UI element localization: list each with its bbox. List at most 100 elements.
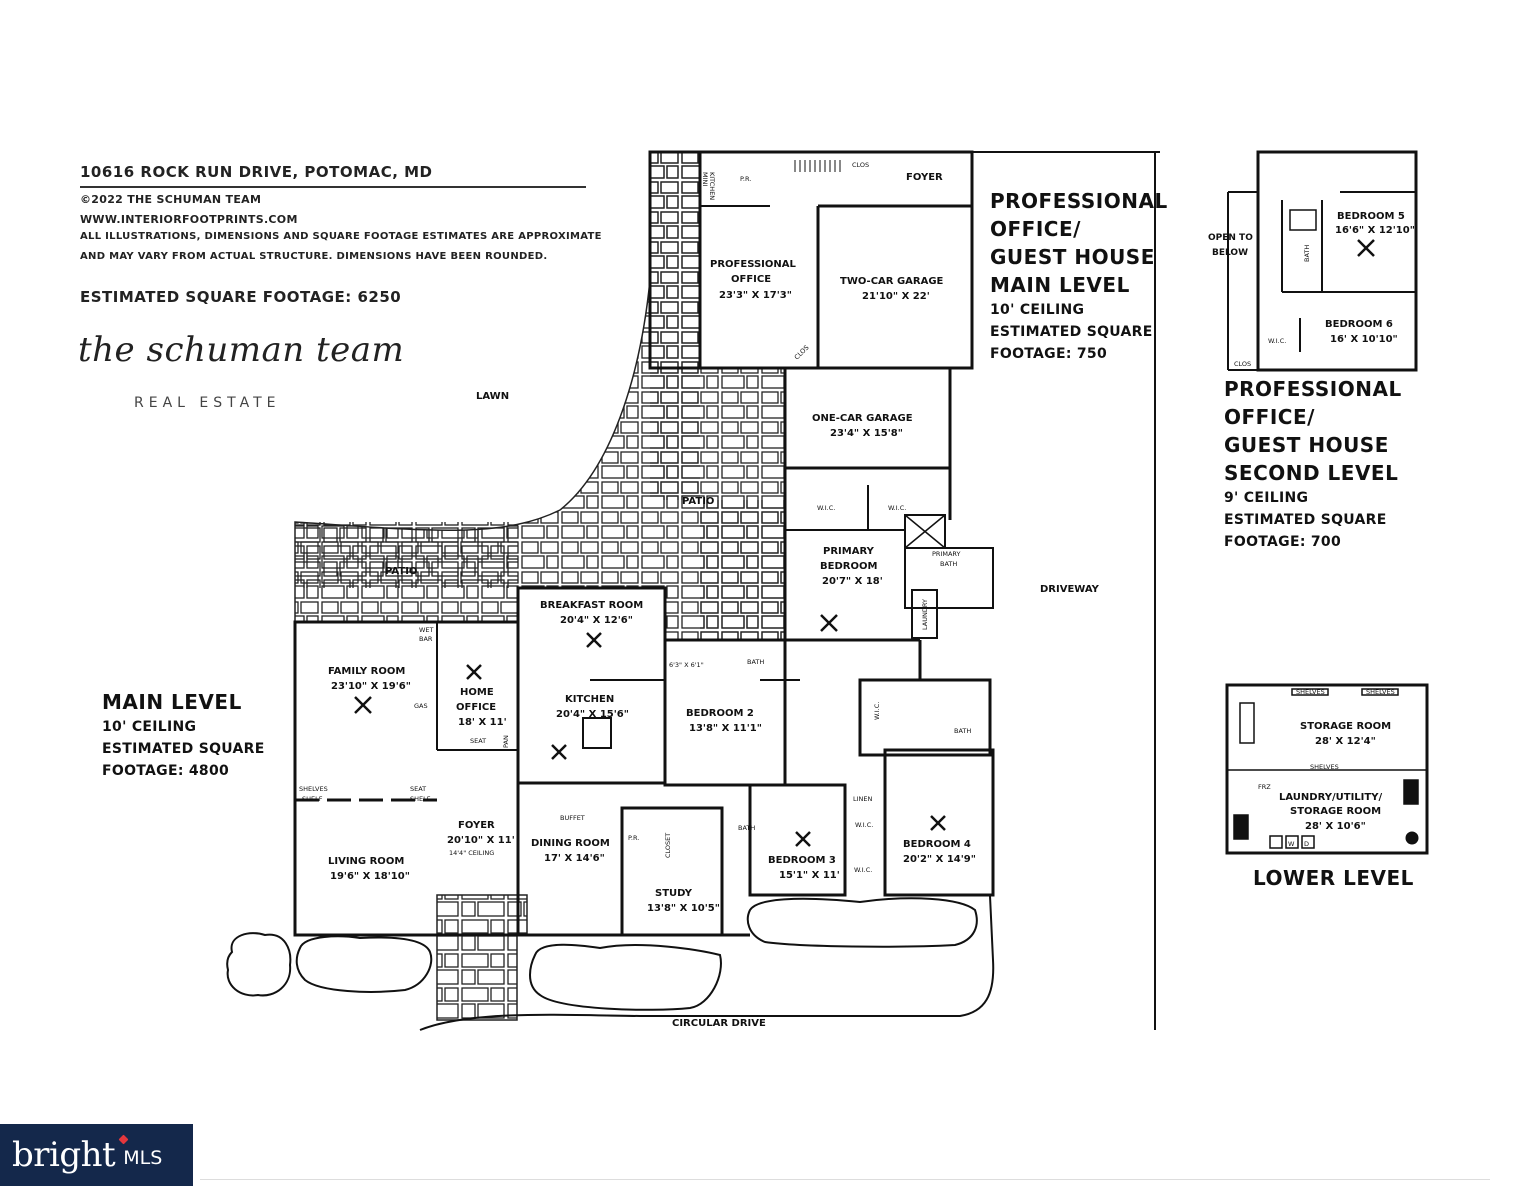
open-to-below-label-2: BELOW xyxy=(1212,248,1248,258)
main-level-ceiling: 10' CEILING xyxy=(102,719,197,735)
footer-line xyxy=(200,1179,1490,1180)
shelf-label: SHELF xyxy=(302,795,323,803)
wic-second-label: W.I.C. xyxy=(1268,337,1286,345)
pantry-label: PAN xyxy=(502,735,510,748)
bedroom-4-dim: 20'2" X 14'9" xyxy=(903,854,976,865)
patio-label: PATIO xyxy=(682,496,714,507)
main-house-walls xyxy=(293,586,995,937)
home-office-dim: 18' X 11' xyxy=(458,717,507,728)
clos-second-label: CLOS xyxy=(1234,360,1251,368)
foyer-ceiling-label: 14'4" CEILING xyxy=(449,849,494,857)
laundry-label: LAUNDRY xyxy=(921,599,929,630)
garage-closet-label: CLOS xyxy=(793,344,811,362)
wic-b4-label: W.I.C. xyxy=(873,702,881,720)
lower-level-plan xyxy=(1225,683,1429,855)
office-main-sqft-1: ESTIMATED SQUARE xyxy=(990,324,1153,340)
shelves-label: SHELVES xyxy=(299,785,328,793)
family-room-label: FAMILY ROOM xyxy=(328,666,405,677)
lower-level-title: LOWER LEVEL xyxy=(1253,866,1414,890)
office-second-sqft-1: ESTIMATED SQUARE xyxy=(1224,512,1387,528)
lawn-label: LAWN xyxy=(476,391,509,402)
patio-stonework xyxy=(294,151,786,1021)
bath-second-label: BATH xyxy=(1303,245,1311,262)
office-second-title-4: SECOND LEVEL xyxy=(1224,461,1399,485)
office-second-title-3: GUEST HOUSE xyxy=(1224,433,1389,457)
storage-room-label: STORAGE ROOM xyxy=(1300,721,1391,732)
ceiling-fan-icon xyxy=(586,632,602,648)
main-level-title: MAIN LEVEL xyxy=(102,690,242,714)
laundry-utility-label-2: STORAGE ROOM xyxy=(1290,806,1381,817)
office-main-title-4: MAIN LEVEL xyxy=(990,273,1130,297)
office-second-title-2: OFFICE/ xyxy=(1224,405,1315,429)
bedroom-4-label: BEDROOM 4 xyxy=(903,839,971,850)
seat-label-2: SEAT xyxy=(410,785,426,793)
wic-label: W.I.C. xyxy=(817,504,835,512)
bath-2-label: BATH xyxy=(738,824,755,832)
office-second-ceiling: 9' CEILING xyxy=(1224,490,1309,506)
kitchen-label: KITCHEN xyxy=(565,694,614,705)
breakfast-room-label: BREAKFAST ROOM xyxy=(540,600,643,611)
guest-house-second-level xyxy=(1227,150,1418,372)
dryer-label: D xyxy=(1304,840,1309,848)
bedroom-3-label: BEDROOM 3 xyxy=(768,855,836,866)
ceiling-fan-icons xyxy=(354,239,1375,847)
home-office-label-2: OFFICE xyxy=(456,702,496,713)
professional-office-dim: 23'3" X 17'3" xyxy=(719,290,792,301)
dining-room-label: DINING ROOM xyxy=(531,838,610,849)
bedroom-5-dim: 16'6" X 12'10" xyxy=(1335,225,1415,236)
breakfast-room-dim: 20'4" X 12'6" xyxy=(560,615,633,626)
office-second-level-label: PROFESSIONAL OFFICE/ GUEST HOUSE SECOND … xyxy=(1224,375,1402,553)
study-dim: 13'8" X 10'5" xyxy=(647,903,720,914)
disclaimer-line-2: AND MAY VARY FROM ACTUAL STRUCTURE. DIME… xyxy=(80,251,548,262)
primary-bath-label-1: PRIMARY xyxy=(932,550,961,558)
bath-label: BATH xyxy=(747,658,764,666)
ceiling-fan-icon xyxy=(930,815,946,831)
ceiling-fan-icon xyxy=(354,696,372,714)
lower-level-label: LOWER LEVEL xyxy=(1253,864,1414,892)
bedroom-5-label: BEDROOM 5 xyxy=(1337,211,1405,222)
bedroom-2-dim: 13'8" X 11'1" xyxy=(689,723,762,734)
bedroom-3-dim: 15'1" X 11' xyxy=(779,870,840,881)
wet-bar-label-2: BAR xyxy=(419,635,433,643)
wic-label: W.I.C. xyxy=(888,504,906,512)
disclaimer-line-1: ALL ILLUSTRATIONS, DIMENSIONS AND SQUARE… xyxy=(80,231,602,242)
main-level-sqft-2: FOOTAGE: 4800 xyxy=(102,763,230,779)
powder-room-main-label: P.R. xyxy=(628,834,639,842)
professional-office-label-1: PROFESSIONAL xyxy=(710,259,796,270)
powder-room-label: P.R. xyxy=(740,175,751,183)
logo-subtitle: REAL ESTATE xyxy=(134,395,281,411)
mls-text: MLS xyxy=(123,1147,163,1169)
property-address: 10616 ROCK RUN DRIVE, POTOMAC, MD xyxy=(80,163,433,181)
living-room-label: LIVING ROOM xyxy=(328,856,404,867)
freezer-label: FRZ xyxy=(1258,783,1271,791)
office-foyer-label: FOYER xyxy=(906,172,943,183)
open-to-below-label-1: OPEN TO xyxy=(1208,233,1253,243)
washer-label: W xyxy=(1288,840,1295,848)
copyright-text: ©2022 THE SCHUMAN TEAM xyxy=(80,193,262,206)
kitchen-dim: 20'4" X 15'6" xyxy=(556,709,629,720)
ceiling-fan-icon xyxy=(820,614,838,632)
one-car-garage-dim: 23'4" X 15'8" xyxy=(830,428,903,439)
laundry-utility-label-1: LAUNDRY/UTILITY/ xyxy=(1279,792,1382,803)
one-car-garage-label: ONE-CAR GARAGE xyxy=(812,413,913,424)
family-room-dim: 23'10" X 19'6" xyxy=(331,681,411,692)
dining-room-dim: 17' X 14'6" xyxy=(544,853,605,864)
patio-label-2: PATIO xyxy=(385,566,417,577)
professional-office-label-2: OFFICE xyxy=(731,274,771,285)
shelves-lower-label-2: SHELVES xyxy=(1366,688,1395,696)
ceiling-fan-icon xyxy=(466,664,482,680)
bright-mls-watermark: bright MLS xyxy=(0,1124,193,1186)
closet-main-label: CLOSET xyxy=(664,833,672,858)
home-office-label-1: HOME xyxy=(460,687,494,698)
shelf-label-2: SHELF xyxy=(410,795,431,803)
office-main-title-3: GUEST HOUSE xyxy=(990,245,1155,269)
bright-brand-text: bright xyxy=(12,1135,116,1175)
storage-room-dim: 28' X 12'4" xyxy=(1315,736,1376,747)
circular-drive-label: CIRCULAR DRIVE xyxy=(672,1018,766,1029)
office-main-title-2: OFFICE/ xyxy=(990,217,1081,241)
bright-logo-mark-icon xyxy=(118,1134,129,1145)
mini-kitchen-label-2: KITCHEN xyxy=(708,172,716,200)
wic-b3b-label: W.I.C. xyxy=(854,866,872,874)
wet-bar-label-1: WET xyxy=(419,626,434,634)
